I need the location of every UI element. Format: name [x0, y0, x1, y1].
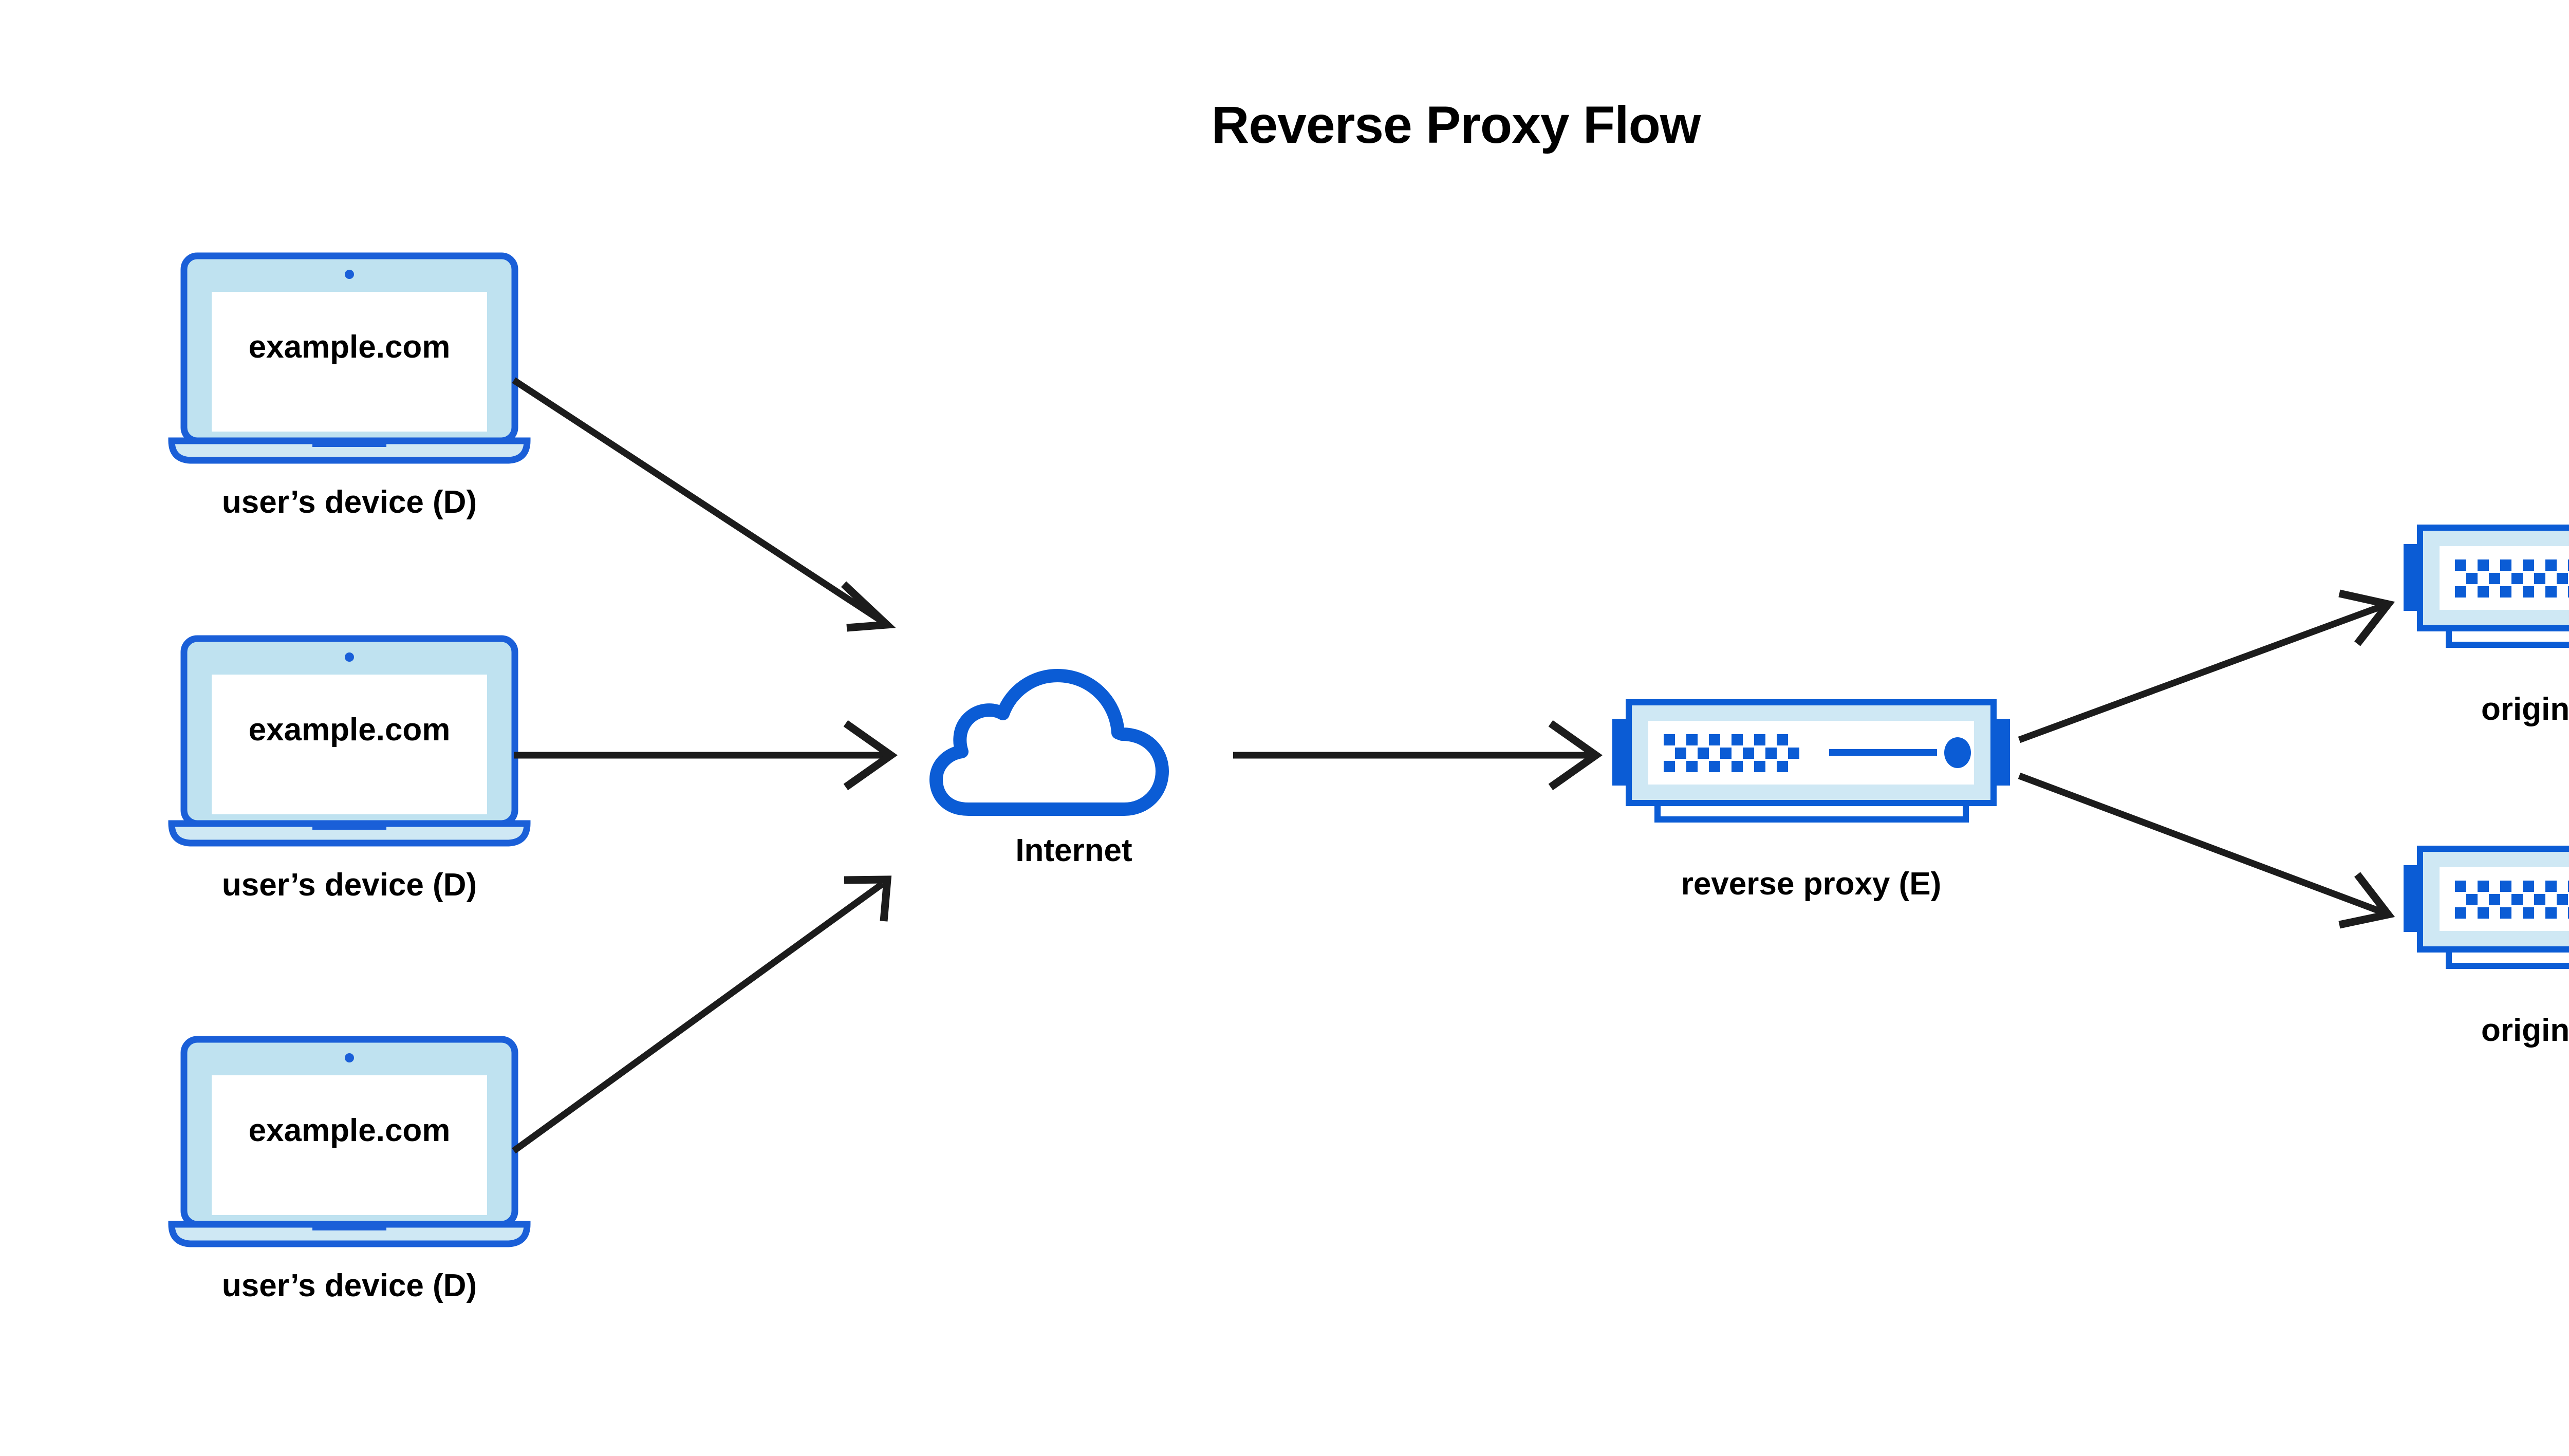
node-label-origin-server-2: origin server (F) — [2481, 1013, 2569, 1048]
node-label-reverse-proxy: reverse proxy (E) — [1681, 866, 1942, 902]
server-icon — [1608, 696, 2014, 840]
flow-arrow-proxy-to-origin2 — [2018, 772, 2395, 929]
node-user-device-1[interactable]: example.com user’s device (D) — [168, 252, 531, 539]
flow-arrow-device1-to-internet — [512, 377, 896, 632]
laptop-screen-text: example.com — [248, 329, 451, 365]
laptop-icon: example.com — [168, 634, 531, 850]
server-icon — [2399, 843, 2569, 986]
cloud-icon — [929, 640, 1218, 816]
flow-arrow-device3-to-internet — [512, 875, 892, 1154]
node-label-user-device-3: user’s device (D) — [221, 1268, 477, 1303]
node-internet[interactable]: Internet — [929, 640, 1218, 897]
node-label-user-device-2: user’s device (D) — [221, 867, 477, 903]
server-icon — [2399, 521, 2569, 665]
laptop-icon: example.com — [168, 1035, 531, 1251]
page-title: Reverse Proxy Flow — [1211, 96, 1701, 154]
node-label-user-device-1: user’s device (D) — [221, 484, 477, 520]
node-user-device-3[interactable]: example.com user’s device (D) — [168, 1035, 531, 1323]
node-label-origin-server-1: origin server (F) — [2481, 692, 2569, 727]
node-origin-server-1[interactable]: origin server (F) — [2399, 521, 2569, 748]
flow-arrow-device2-to-internet — [514, 720, 898, 791]
flow-arrow-internet-to-proxy — [1233, 720, 1603, 791]
node-reverse-proxy[interactable]: reverse proxy (E) — [1608, 696, 2014, 922]
flow-arrow-proxy-to-origin1 — [2018, 589, 2395, 743]
laptop-screen-text: example.com — [248, 1113, 451, 1148]
node-origin-server-2[interactable]: origin server (F) — [2399, 843, 2569, 1069]
laptop-icon: example.com — [168, 252, 531, 468]
laptop-screen-text: example.com — [248, 712, 451, 748]
node-user-device-2[interactable]: example.com user’s device (D) — [168, 634, 531, 922]
node-label-internet: Internet — [1015, 833, 1132, 868]
